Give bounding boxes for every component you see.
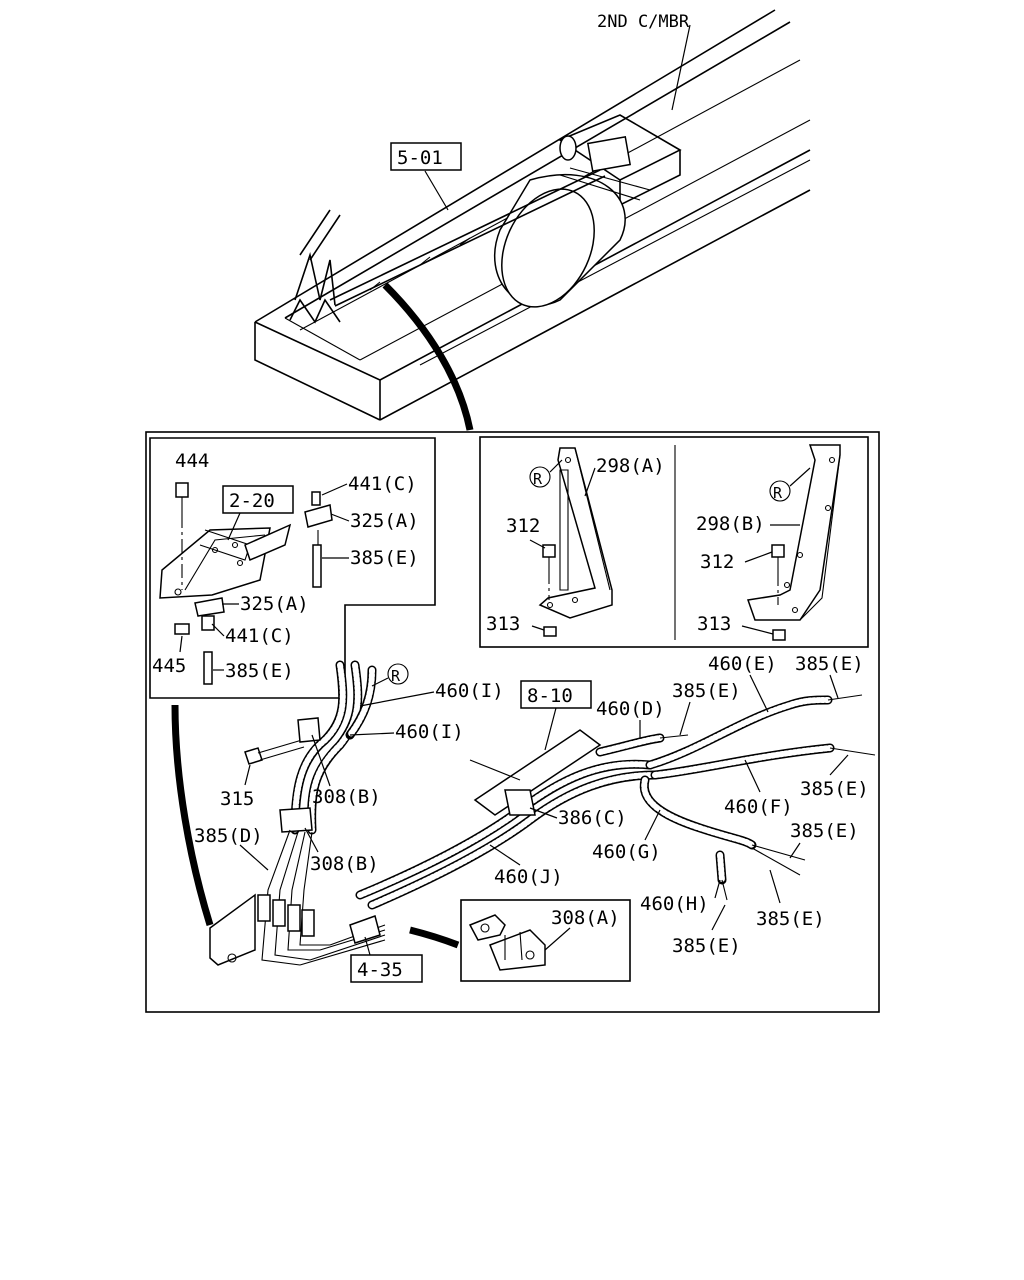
bracket-2-20-illustration <box>159 482 333 685</box>
r-mark-hose <box>387 663 409 685</box>
part-label-385e-sub2: 385(E) <box>225 660 294 682</box>
part-label-441c-bot: 441(C) <box>225 625 294 647</box>
part-label-298a: 298(A) <box>596 455 665 477</box>
r-mark-298a-text: R <box>533 470 543 488</box>
part-label-385e-bot1: 385(E) <box>672 935 741 957</box>
ref-label-2-20: 2-20 <box>229 490 275 512</box>
ref-box-4-35 <box>350 954 423 983</box>
part-label-385d: 385(D) <box>194 825 263 847</box>
part-label-385e-bot2: 385(E) <box>756 908 825 930</box>
r-mark-298b-text: R <box>773 484 783 502</box>
part-label-460i-b: 460(I) <box>395 721 464 743</box>
ref-label-4-35: 4-35 <box>357 959 403 981</box>
part-label-385e-right1: 385(E) <box>800 778 869 800</box>
part-label-313-right: 313 <box>697 613 731 635</box>
part-label-460i-a: 460(I) <box>435 680 504 702</box>
subdetail-bracket-box <box>149 437 436 699</box>
part-label-460e: 460(E) <box>708 653 777 675</box>
detail-frame <box>145 431 880 1013</box>
ref-label-5-01: 5-01 <box>397 147 443 169</box>
ref-box-5-01 <box>390 142 462 171</box>
part-label-298b: 298(B) <box>696 513 765 535</box>
part-label-313-left: 313 <box>486 613 520 635</box>
part-label-460g: 460(G) <box>592 841 661 863</box>
part-label-386c: 386(C) <box>558 807 627 829</box>
ref-label-8-10: 8-10 <box>527 685 573 707</box>
ref-box-2-20 <box>222 485 294 514</box>
subdetail-298-box <box>479 436 869 648</box>
part-label-325a-top: 325(A) <box>350 510 419 532</box>
bracket-298-illustration <box>538 444 841 641</box>
part-label-308a: 308(A) <box>551 907 620 929</box>
part-label-308b-a: 308(B) <box>312 786 381 808</box>
part-label-445: 445 <box>152 655 186 677</box>
label-2nd-crossmember: 2ND C/MBR <box>597 12 690 32</box>
ref-box-8-10 <box>520 680 592 709</box>
clamp-308a-illustration <box>468 914 546 971</box>
part-label-308b-b: 308(B) <box>310 853 379 875</box>
part-label-315: 315 <box>220 788 254 810</box>
part-label-325a-bot: 325(A) <box>240 593 309 615</box>
part-label-460j: 460(J) <box>494 866 563 888</box>
part-label-385e-sub: 385(E) <box>350 547 419 569</box>
hose-routing-illustration <box>171 660 876 966</box>
chassis-frame-illustration <box>254 9 811 431</box>
part-label-460h: 460(H) <box>640 893 709 915</box>
part-label-441c-top: 441(C) <box>348 473 417 495</box>
r-mark-hose-text: R <box>391 667 401 685</box>
part-label-444: 444 <box>175 450 209 472</box>
r-mark-298b <box>769 480 791 502</box>
part-label-385e-top: 385(E) <box>672 680 741 702</box>
part-label-385e-topright: 385(E) <box>795 653 864 675</box>
part-label-460d: 460(D) <box>596 698 665 720</box>
r-mark-298a <box>529 466 551 488</box>
subdetail-308a-box <box>460 899 631 982</box>
part-label-460f: 460(F) <box>724 796 793 818</box>
part-label-385e-right2: 385(E) <box>790 820 859 842</box>
part-label-312-right: 312 <box>700 551 734 573</box>
part-label-312-left: 312 <box>506 515 540 537</box>
